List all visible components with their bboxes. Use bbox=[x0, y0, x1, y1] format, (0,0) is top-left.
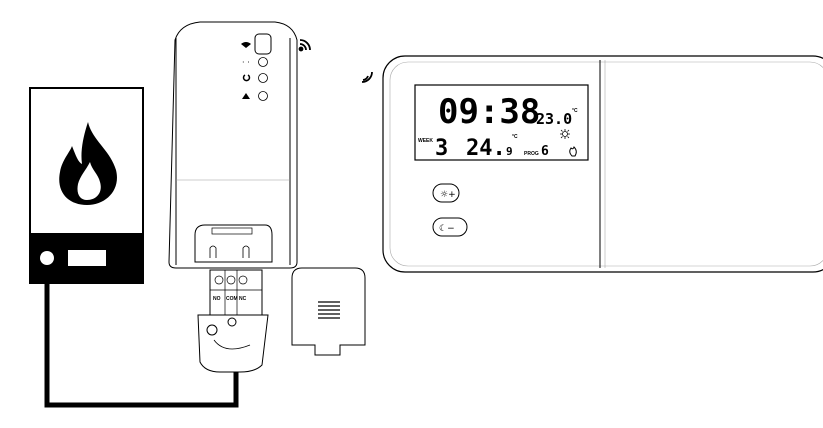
terminal-nc: NC bbox=[239, 296, 247, 302]
pair-button bbox=[254, 33, 272, 55]
lcd-set-unit: °C bbox=[572, 108, 578, 114]
lcd-day: 3 bbox=[435, 136, 448, 161]
boiler-display bbox=[68, 250, 106, 266]
power-icon bbox=[242, 74, 251, 82]
lcd-room-unit: °C bbox=[512, 134, 518, 140]
signal-icon bbox=[298, 39, 311, 52]
receiver: · · NO COM NC bbox=[168, 21, 311, 373]
flame-small-icon bbox=[242, 93, 250, 99]
led bbox=[258, 73, 268, 83]
lcd-time: 09:38 bbox=[438, 92, 540, 132]
sun-icon bbox=[560, 129, 570, 139]
lcd-room-temp-decimal: 9 bbox=[506, 145, 513, 158]
lcd-prog-label: PROG bbox=[524, 151, 539, 157]
flame-icon bbox=[59, 122, 117, 205]
terminal-no: NO bbox=[213, 296, 221, 302]
minus-button[interactable] bbox=[432, 217, 468, 237]
terminal-com: COM bbox=[226, 296, 238, 302]
lcd-week-label: WEEK bbox=[418, 138, 433, 144]
lcd-screen bbox=[414, 84, 589, 161]
boiler bbox=[29, 87, 144, 284]
sun-plus-icon: ☼+ bbox=[440, 190, 456, 200]
thermostat: 09:38 23.0 °C WEEK 3 24. 9 °C PROG 6 ☼+ … bbox=[361, 55, 823, 273]
lcd-prog-number: 6 bbox=[541, 144, 549, 159]
flame-mode-icon bbox=[569, 146, 577, 157]
lcd-set-temp: 23.0 bbox=[536, 110, 572, 128]
plus-button[interactable] bbox=[432, 183, 460, 203]
signal-icon bbox=[361, 71, 373, 83]
lcd-room-temp: 24. bbox=[466, 136, 506, 161]
moon-minus-icon: ☾− bbox=[439, 224, 455, 234]
terminal-cover bbox=[291, 267, 366, 356]
wifi-icon bbox=[241, 42, 251, 48]
led bbox=[258, 91, 268, 101]
link-icon: · · bbox=[242, 58, 250, 67]
led bbox=[258, 57, 268, 67]
boiler-indicator-light bbox=[40, 251, 54, 265]
